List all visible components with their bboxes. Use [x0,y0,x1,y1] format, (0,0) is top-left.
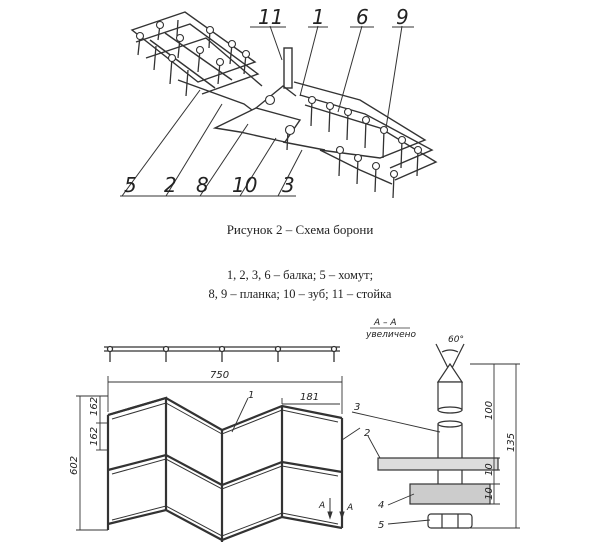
section-callout-5: 5 [378,520,384,531]
section-mark-a-right: А [346,503,353,513]
plan-leader-lines [231,397,361,441]
callout-6: 6 [356,5,369,29]
top-leader-lines [121,25,403,197]
section-callout-4: 4 [378,500,384,511]
tooth-section-detail [377,343,499,529]
section-dimension-lines [470,363,520,529]
dim-162-a: 162 [89,397,100,416]
dim-162-b: 162 [89,427,100,446]
dim-135: 135 [506,433,517,452]
callout-11: 11 [258,5,283,29]
zigzag-frame-inner [111,402,339,537]
dim-angle: 60° [448,335,464,345]
section-leader-lines [351,411,441,525]
legend-line-1: 1, 2, 3, 6 – балка; 5 – хомут; [226,268,374,282]
section-callout-3: 3 [354,402,360,413]
section-mark-a-left: А [318,501,325,511]
callout-10: 10 [232,173,257,197]
callout-1: 1 [312,5,325,29]
dim-750: 750 [210,370,229,381]
section-subtitle: увеличено [365,330,417,340]
figure-caption: Рисунок 2 – Схема борони [226,222,374,237]
callout-8: 8 [196,173,209,197]
callout-3: 3 [282,173,295,197]
callout-2: 2 [164,173,177,197]
top-callout-underlines [120,26,414,197]
callout-9: 9 [396,5,409,29]
zigzag-frame [106,396,344,542]
plan-callout-1: 1 [248,390,254,401]
legend-line-2: 8, 9 – планка; 10 – зуб; 11 – стойка [208,287,392,301]
section-marks [327,498,345,520]
dimension-lines [76,376,343,531]
dim-181: 181 [300,392,319,403]
section-title: А – А [373,318,397,328]
plan-callout-2: 2 [364,428,370,439]
dim-602: 602 [69,456,80,475]
dim-10-a: 10 [484,463,495,476]
harrow-clamps [135,20,423,179]
dim-10-b: 10 [484,487,495,500]
dim-100: 100 [484,401,495,420]
callout-5: 5 [124,173,137,197]
side-view-rail [104,345,340,362]
